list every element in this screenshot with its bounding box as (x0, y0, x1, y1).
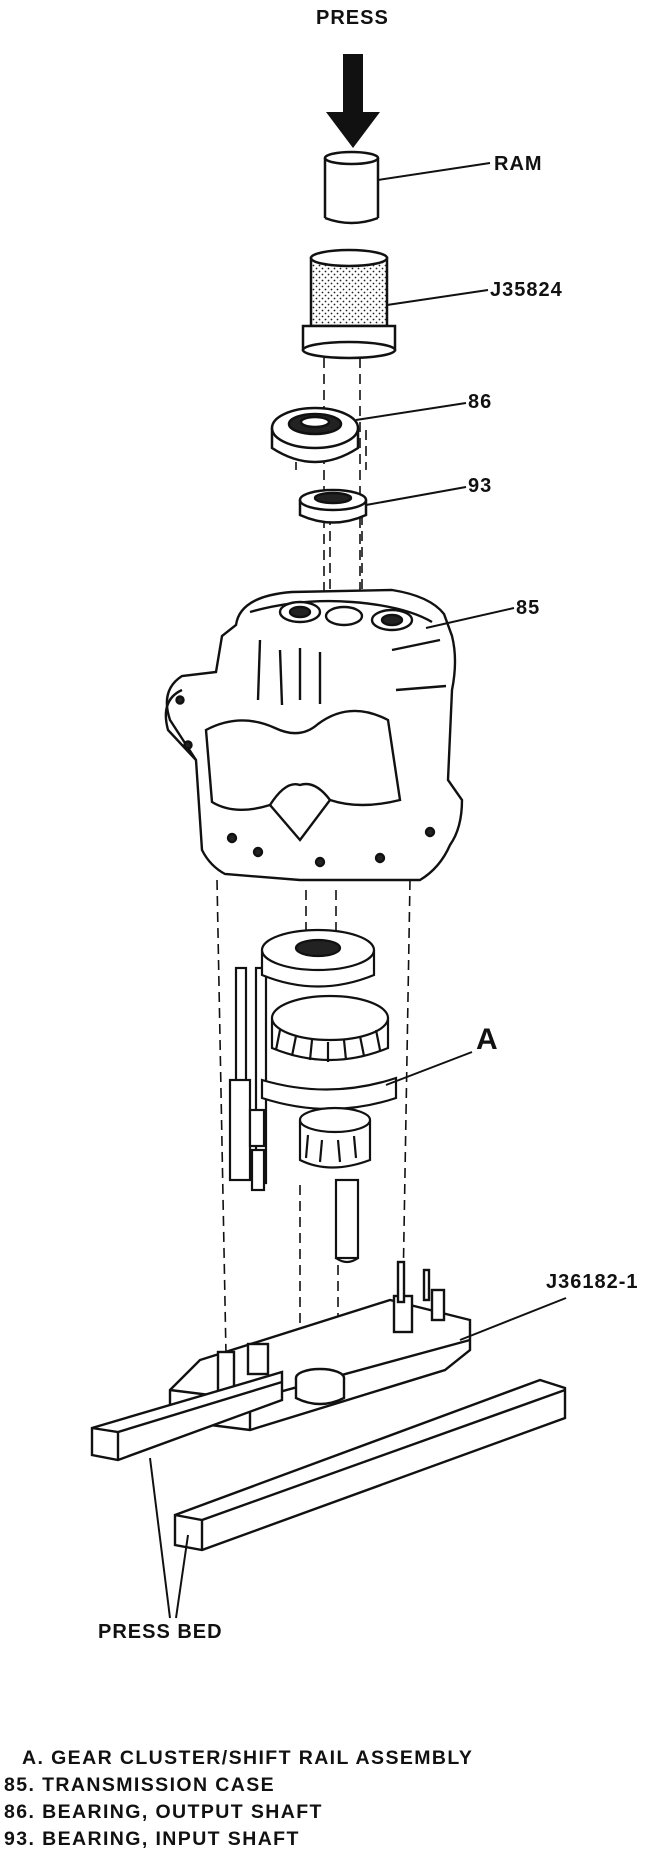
transmission-case-85-part (164, 588, 464, 882)
ram-label: RAM (494, 153, 543, 175)
bearing-93-leader-line (365, 486, 467, 506)
case-85-leader-line (425, 607, 515, 629)
assembly-a-label: A (476, 1023, 498, 1056)
assembly-a-leader-line (385, 1051, 473, 1086)
press-bed-blocks (90, 1370, 567, 1552)
gear-cluster-assembly-a-part (228, 928, 398, 1264)
legend-item: 86. BEARING, OUTPUT SHAFT (4, 1801, 323, 1823)
parts-legend: A. GEAR CLUSTER/SHIFT RAIL ASSEMBLY 85. … (4, 1745, 644, 1853)
ram-part (323, 150, 380, 225)
part-93-label: 93 (468, 475, 493, 497)
tool-j35824-part (301, 248, 397, 360)
legend-item: 85. TRANSMISSION CASE (4, 1774, 276, 1796)
tool-j35824-leader-line (386, 289, 489, 306)
ram-leader-line (377, 162, 491, 181)
bearing-86-part (270, 406, 360, 464)
press-bed-label: PRESS BED (98, 1621, 223, 1643)
fixture-leader-line (459, 1297, 567, 1341)
press-label: PRESS (316, 7, 389, 29)
bearing-86-leader-line (355, 402, 467, 421)
legend-item: A. GEAR CLUSTER/SHIFT RAIL ASSEMBLY (22, 1747, 474, 1769)
part-85-label: 85 (516, 597, 541, 619)
press-bed-leader-lines (149, 1457, 189, 1619)
alignment-dash-lines (216, 358, 411, 1356)
tool-j35824-label: J35824 (490, 279, 563, 301)
fixture-label: J36182-1 (546, 1271, 639, 1293)
press-arrow (326, 54, 380, 148)
part-86-label: 86 (468, 391, 493, 413)
legend-item: 93. BEARING, INPUT SHAFT (4, 1828, 300, 1850)
bearing-93-part (298, 488, 368, 524)
